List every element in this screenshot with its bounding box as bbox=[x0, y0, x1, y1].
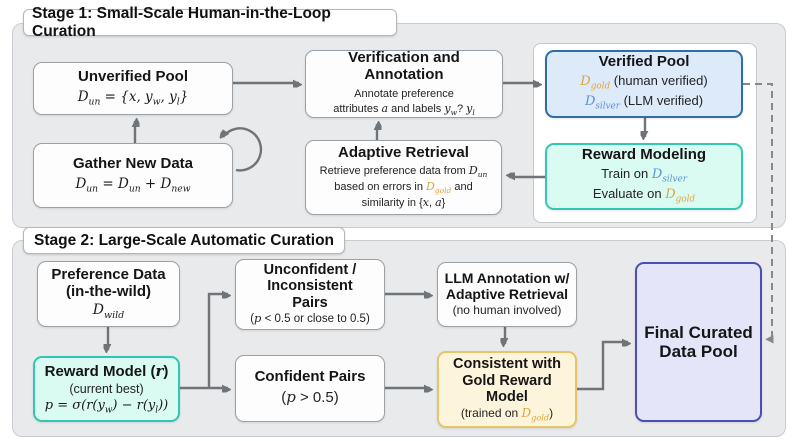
llm-annotation-title: LLM Annotation w/ Adaptive Retrieval bbox=[444, 269, 570, 302]
reward-modeling-eval-line: Evaluate on Dgold bbox=[592, 185, 696, 205]
unverified-pool-title: Unverified Pool bbox=[77, 68, 189, 86]
confident-pairs-title: Confident Pairs bbox=[254, 368, 366, 386]
verified-pool-title: Verified Pool bbox=[598, 53, 690, 71]
box-unconfident-pairs: Unconfident / Inconsistent Pairs (p < 0.… bbox=[235, 259, 385, 330]
reward-model-formula: p = σ(r(yw) − r(yl)) bbox=[44, 397, 169, 416]
box-final-curated-pool: Final Curated Data Pool bbox=[635, 262, 762, 422]
box-adaptive-retrieval: Adaptive Retrieval Retrieve preference d… bbox=[305, 140, 502, 215]
reward-model-title: Reward Model (r) bbox=[44, 361, 169, 380]
preference-data-formula: Dwild bbox=[92, 302, 125, 321]
reward-modeling-title: Reward Modeling bbox=[581, 145, 707, 163]
stage1-title: Stage 1: Small-Scale Human-in-the-Loop C… bbox=[23, 5, 397, 40]
consistent-gold-title: Consistent with Gold Reward Model bbox=[453, 356, 561, 406]
reward-modeling-train-line: Train on Dsilver bbox=[601, 165, 687, 185]
box-verification-annotation: Verification and Annotation Annotate pre… bbox=[305, 50, 503, 118]
gather-new-data-formula: Dun = Dun + Dnew bbox=[75, 176, 191, 195]
box-confident-pairs: Confident Pairs (p > 0.5) bbox=[235, 355, 385, 422]
box-consistent-gold: Consistent with Gold Reward Model (train… bbox=[437, 351, 577, 428]
verification-annotation-sub2: attributes a and labels yw? yl bbox=[333, 101, 475, 117]
adaptive-retrieval-line1: Retrieve preference data from Dun bbox=[319, 163, 488, 180]
verified-pool-gold-line: Dgold (human verified) bbox=[580, 73, 708, 92]
box-gather-new-data: Gather New Data Dun = Dun + Dnew bbox=[33, 143, 233, 208]
arrow-reward-model-to-unconfident bbox=[207, 294, 228, 388]
verified-pool-silver-line: Dsilver (LLM verified) bbox=[584, 93, 704, 113]
box-llm-annotation: LLM Annotation w/ Adaptive Retrieval (no… bbox=[437, 262, 577, 327]
preference-data-title: Preference Data (in-the-wild) bbox=[51, 266, 166, 301]
box-reward-model: Reward Model (r) (current best) p = σ(r(… bbox=[33, 356, 180, 422]
box-preference-data: Preference Data (in-the-wild) Dwild bbox=[37, 261, 180, 327]
unconfident-pairs-title: Unconfident / Inconsistent Pairs bbox=[263, 261, 357, 311]
confident-pairs-sub: (p > 0.5) bbox=[281, 388, 339, 407]
verification-annotation-sub1: Annotate preference bbox=[354, 88, 454, 101]
reward-model-sub: (current best) bbox=[69, 381, 144, 396]
llm-annotation-sub: (no human involved) bbox=[452, 302, 562, 317]
adaptive-retrieval-title: Adaptive Retrieval bbox=[338, 143, 469, 161]
box-unverified-pool: Unverified Pool Dun = {x, yw, yl} bbox=[33, 62, 233, 115]
adaptive-retrieval-line2: based on errors in Dgold and bbox=[334, 179, 473, 195]
stage2-title: Stage 2: Large-Scale Automatic Curation bbox=[23, 227, 345, 254]
arrow-consistent-to-final bbox=[577, 342, 628, 391]
box-reward-modeling: Reward Modeling Train on Dsilver Evaluat… bbox=[545, 143, 743, 210]
final-curated-pool-title: Final Curated Data Pool bbox=[644, 322, 753, 361]
box-verified-pool: Verified Pool Dgold (human verified) Dsi… bbox=[545, 50, 743, 118]
verification-annotation-title: Verification and Annotation bbox=[348, 49, 460, 84]
gather-new-data-title: Gather New Data bbox=[72, 155, 194, 173]
consistent-gold-sub: (trained on Dgold) bbox=[460, 405, 554, 422]
dashed-arrow-verified-to-final bbox=[743, 83, 772, 340]
unverified-pool-formula: Dun = {x, yw, yl} bbox=[77, 89, 189, 108]
unconfident-pairs-sub: (p < 0.5 or close to 0.5) bbox=[250, 311, 370, 326]
loop-arrow-icon bbox=[223, 127, 263, 172]
adaptive-retrieval-line3: similarity in {x, a} bbox=[361, 195, 446, 209]
